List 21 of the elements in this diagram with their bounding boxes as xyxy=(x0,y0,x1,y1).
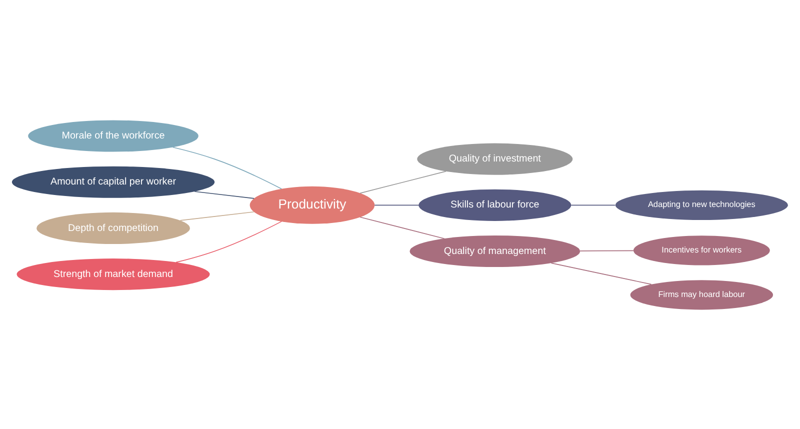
node-ellipse: Amount of capital per worker xyxy=(12,166,215,198)
connector xyxy=(570,204,616,206)
node-ellipse: Quality of investment xyxy=(417,142,573,174)
node-ellipse: Morale of the workforce xyxy=(28,120,198,152)
node-ellipse: Incentives for workers xyxy=(633,235,770,265)
node-ellipse: Adapting to new technologies xyxy=(615,190,788,220)
connector xyxy=(180,210,254,220)
node-ellipse: Skills of labour force xyxy=(418,188,572,220)
connector xyxy=(172,146,282,189)
connector xyxy=(360,216,445,239)
connector xyxy=(580,250,634,251)
connector xyxy=(360,170,446,194)
node-ellipse: Strength of market demand xyxy=(16,258,210,290)
node-ellipse: Depth of competition xyxy=(36,212,190,244)
connector xyxy=(194,190,254,198)
connector xyxy=(550,262,652,284)
node-ellipse: Productivity xyxy=(250,186,375,224)
node-ellipse: Quality of management xyxy=(410,234,580,267)
connector xyxy=(176,220,282,262)
node-ellipse: Firms may hoard labour xyxy=(630,280,774,310)
connector xyxy=(374,204,419,206)
